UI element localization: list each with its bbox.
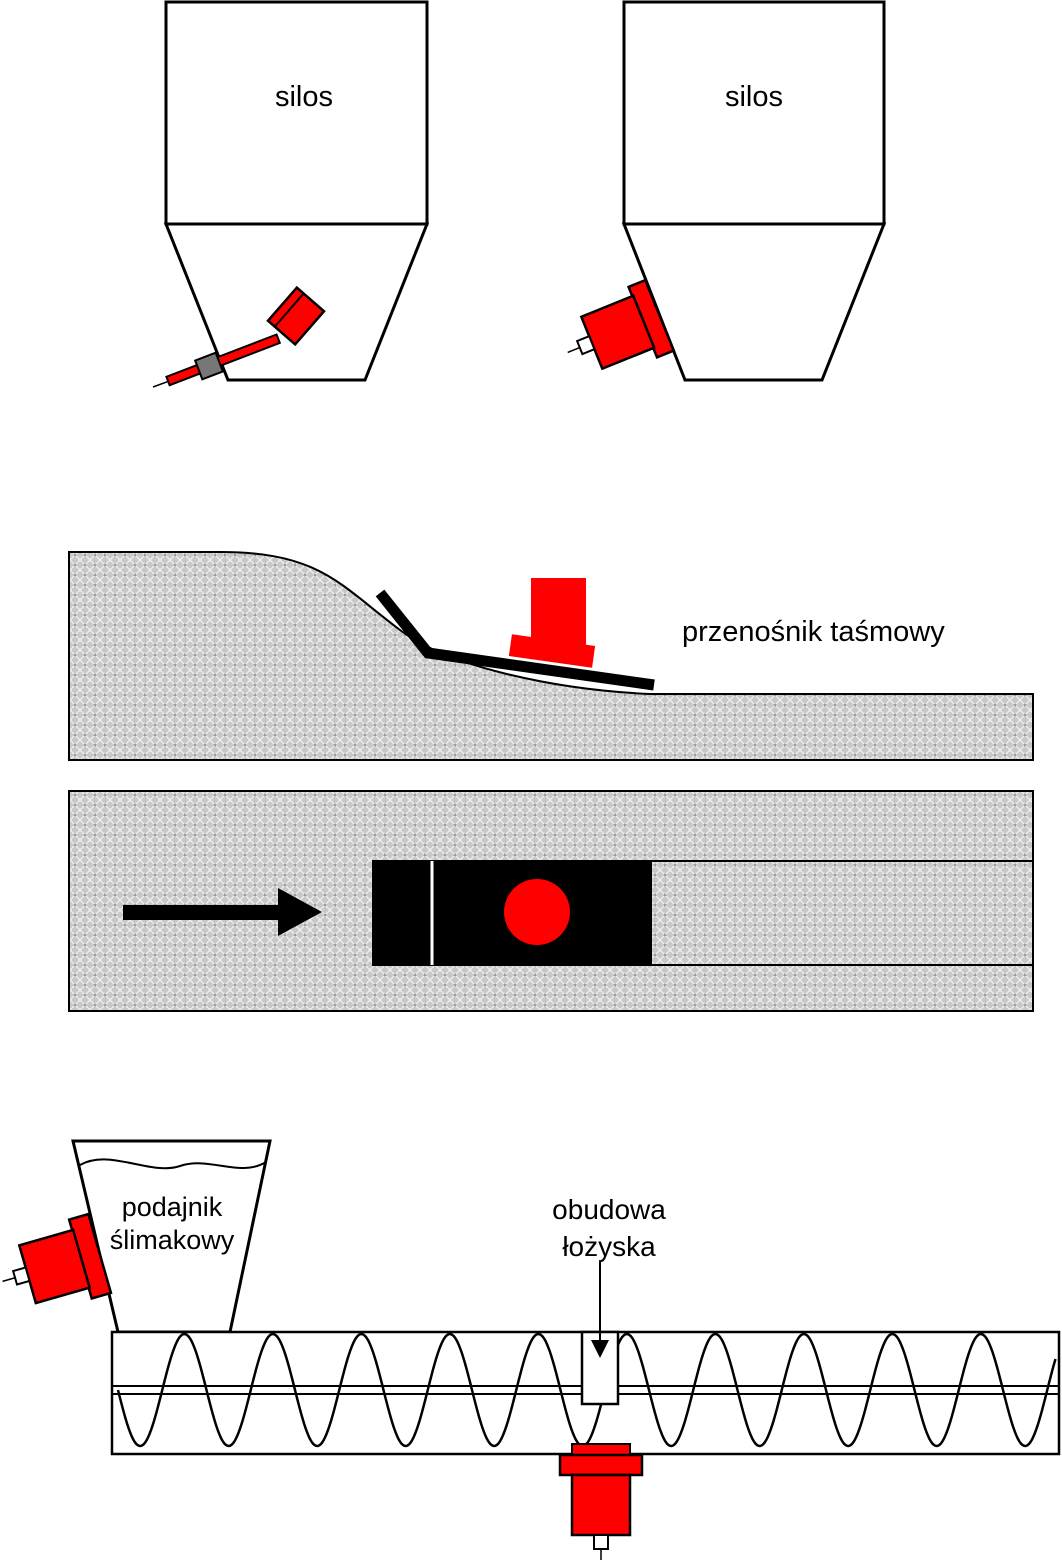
- sensor-paddle: [375, 589, 655, 691]
- silo-right-hopper: [621, 222, 887, 382]
- sensor-rod: [165, 333, 282, 387]
- bearing-pointer-head: [591, 1340, 609, 1358]
- sensor-gland: [193, 351, 225, 381]
- sensor-head: [266, 285, 326, 347]
- screw-feeder-label-line1: podajnik: [122, 1192, 223, 1222]
- screw-feeder: podajnik ślimakowy obudowa łożyska: [2, 1139, 1061, 1560]
- hopper-wall-sensor: [2, 1212, 113, 1305]
- rod-level-sensor: [152, 285, 326, 388]
- paddle-sensor-head: [531, 578, 586, 648]
- belt-conveyor-top-view: [68, 790, 1034, 1012]
- sensor-connector: [575, 334, 596, 356]
- feeder-hopper: podajnik ślimakowy: [71, 1139, 272, 1334]
- silo-left-body: [164, 0, 429, 226]
- wall-level-sensor: [567, 278, 676, 371]
- belt-conveyor-side-view: przenośnik taśmowy: [68, 551, 1034, 761]
- silo-right-body: [622, 0, 886, 226]
- screw-feeder-label-line2: ślimakowy: [110, 1225, 235, 1255]
- bearing-housing: obudowa łożyska: [552, 1194, 666, 1406]
- bearing-sensor: [558, 1443, 644, 1560]
- silo-right-label: silos: [725, 81, 783, 113]
- bearing-housing-label-line2: łożyska: [562, 1231, 656, 1262]
- bearing-housing-label-line1: obudowa: [552, 1194, 666, 1225]
- silo-left-label: silos: [275, 81, 333, 113]
- arrow-right-icon: [123, 888, 322, 936]
- belt-conveyor-label: przenośnik taśmowy: [682, 616, 945, 648]
- silo-right: silos: [621, 0, 887, 382]
- hopper-material-surface: [79, 1158, 267, 1170]
- paddle-sensor-base: [508, 634, 596, 668]
- paddle-sensor-dot: [504, 879, 570, 945]
